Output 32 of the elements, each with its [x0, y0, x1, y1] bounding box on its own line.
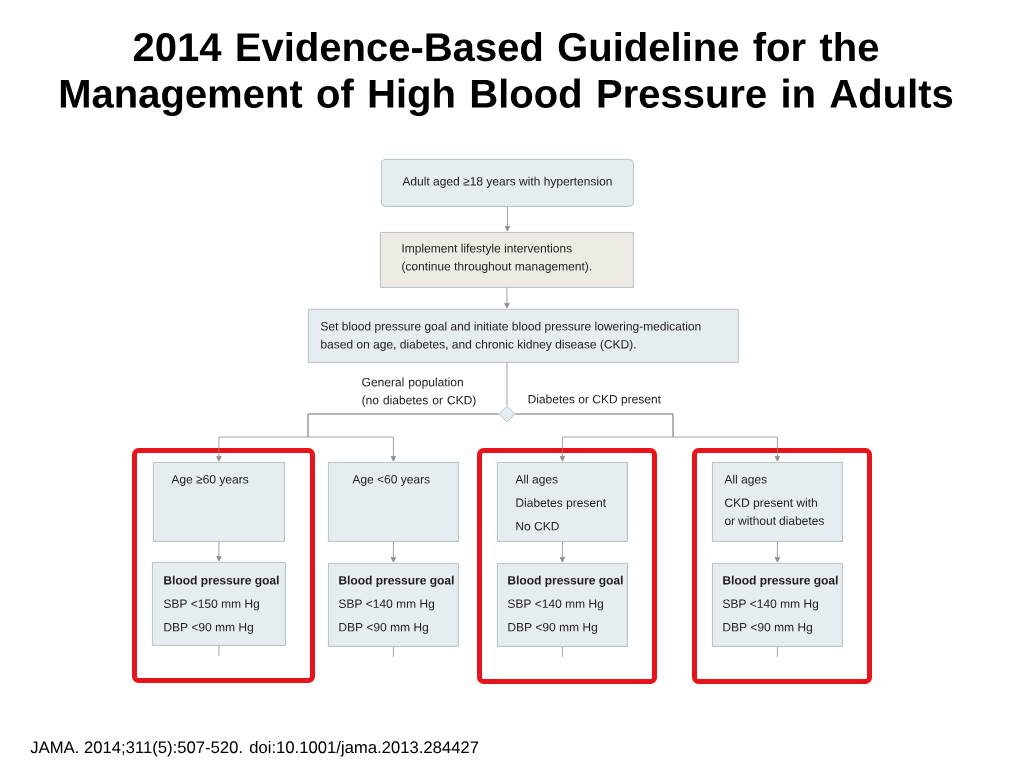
decision-diamond [498, 405, 516, 423]
connector-line [562, 646, 563, 658]
arrow [559, 541, 566, 563]
arrow [504, 206, 511, 232]
arrow [307, 413, 499, 462]
process-box: Age <60 years [328, 462, 459, 542]
highlight-frame [132, 448, 315, 683]
title: 2014 Evidence-Based Guideline for the Management of High Blood Pressure in Adults [60, 31, 953, 117]
arrow [515, 413, 781, 462]
arrow [504, 287, 510, 309]
highlight-frame [692, 448, 872, 684]
process-box: All ages Diabetes present No CKD [497, 462, 628, 542]
arrow [216, 541, 222, 562]
process-box: Blood pressure goal SBP <140 mm Hg DBP <90 mm Hg [712, 563, 843, 647]
process-box: All ages CKD present with or without diabetes [712, 462, 843, 542]
connector-line [218, 645, 220, 657]
edge-label: General population (no diabetes or CKD) [360, 376, 480, 409]
process-box: Blood pressure goal SBP <140 mm Hg DBP <90 mm Hg [328, 563, 459, 647]
connector-line [393, 646, 394, 658]
process-box: Implement lifestyle interventions (continue throughout management). [380, 232, 634, 288]
edge-label: Diabetes or CKD present [526, 393, 663, 408]
process-box: Set blood pressure goal and initiate blood pressure lowering-medication based on age, diabetes, and chronic kidney disease (CKD). [308, 309, 739, 363]
arrow [774, 541, 781, 563]
rounded-box: Adult aged ≥18 years with hypertension [381, 159, 634, 207]
caption: JAMA. 2014;311(5):507-520. doi:10.1001/jama.2013.284427 [30, 740, 479, 757]
process-box: Blood pressure goal SBP <150 mm Hg DBP <90 mm Hg [152, 562, 286, 646]
process-box: Age ≥60 years [153, 462, 285, 542]
arrow [390, 541, 397, 563]
process-box: Blood pressure goal SBP <140 mm Hg DBP <90 mm Hg [497, 563, 628, 647]
highlight-frame [477, 448, 657, 684]
connector-line [506, 362, 508, 406]
connector-line [777, 646, 778, 658]
